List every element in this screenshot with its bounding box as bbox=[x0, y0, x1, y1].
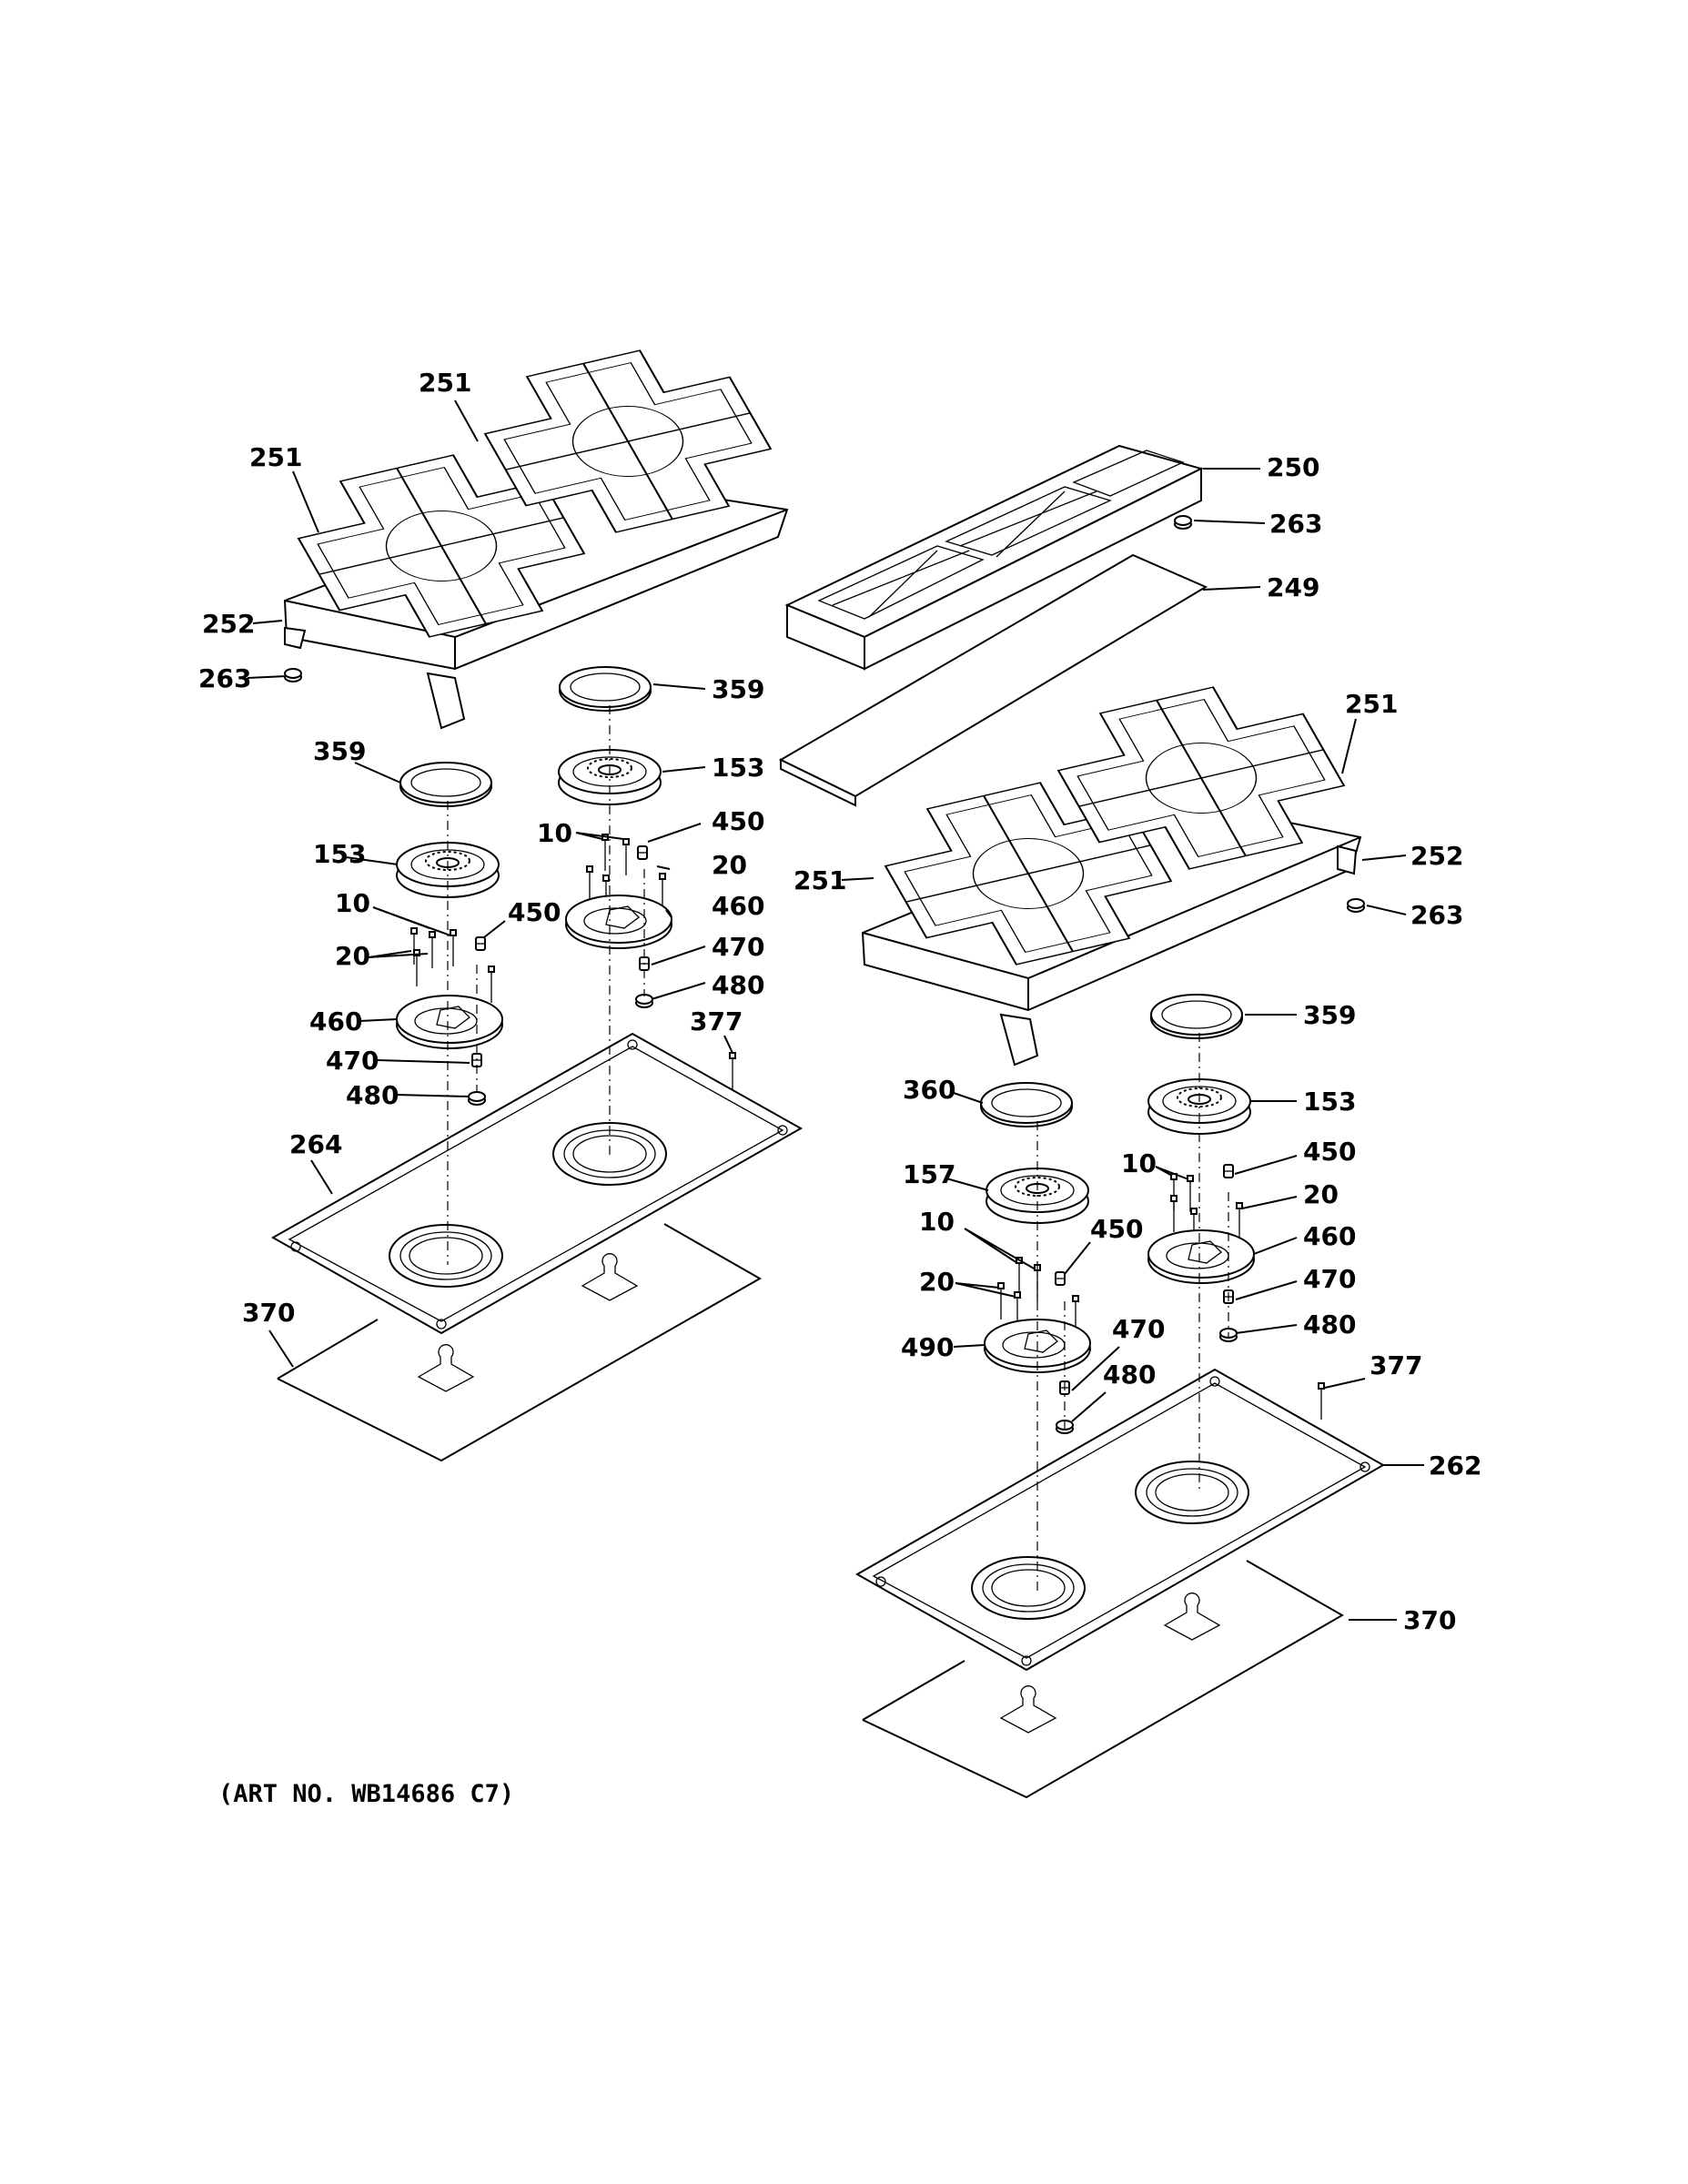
callout-264: 264 bbox=[289, 1129, 342, 1159]
callout-153-right: 153 bbox=[1303, 1087, 1356, 1117]
callout-460-left-front: 460 bbox=[309, 1006, 362, 1036]
base-460-right bbox=[1147, 1229, 1255, 1284]
callout-10-right-front: 10 bbox=[919, 1207, 955, 1237]
callout-251-left-front: 251 bbox=[249, 442, 302, 472]
callout-360: 360 bbox=[903, 1075, 955, 1105]
callout-480-left-front: 480 bbox=[346, 1080, 399, 1110]
foot-263-right-top bbox=[1174, 515, 1192, 530]
callout-470-right-rear: 470 bbox=[1303, 1264, 1356, 1294]
insulation-370-right bbox=[862, 1560, 1345, 1799]
callout-249: 249 bbox=[1267, 572, 1319, 602]
callout-450-right-front: 450 bbox=[1090, 1214, 1143, 1244]
callout-153-left-rear: 153 bbox=[712, 753, 764, 783]
callout-370-left: 370 bbox=[242, 1298, 295, 1328]
burner-153-left-rear bbox=[558, 749, 662, 805]
callout-470-right-front: 470 bbox=[1112, 1314, 1165, 1344]
callout-157: 157 bbox=[903, 1159, 955, 1189]
griddle-plate-249 bbox=[778, 553, 1208, 807]
art-number: (ART NO. WB14686 C7) bbox=[218, 1780, 514, 1808]
callout-153-left-front: 153 bbox=[313, 839, 366, 869]
cap-359-left-rear bbox=[559, 666, 652, 712]
callout-460-left-rear: 460 bbox=[712, 891, 764, 921]
cap-359-right bbox=[1150, 994, 1243, 1039]
screw-377-right bbox=[1318, 1382, 1325, 1421]
callout-450-left-rear: 450 bbox=[712, 806, 764, 836]
callout-10-right-rear: 10 bbox=[1121, 1148, 1157, 1178]
callout-251-right-front: 251 bbox=[793, 865, 846, 895]
callout-470-left-rear: 470 bbox=[712, 932, 764, 962]
callout-252-right: 252 bbox=[1410, 841, 1463, 871]
callout-263-right-top: 263 bbox=[1269, 509, 1322, 539]
callout-250: 250 bbox=[1267, 452, 1319, 482]
callout-263-right: 263 bbox=[1410, 900, 1463, 930]
base-460-left-rear bbox=[565, 895, 672, 949]
callout-370-right: 370 bbox=[1403, 1605, 1456, 1635]
callout-460-right: 460 bbox=[1303, 1221, 1356, 1251]
orifice-480-left-front bbox=[468, 1091, 486, 1106]
callout-20-right-front: 20 bbox=[919, 1267, 955, 1297]
callout-480-right-front: 480 bbox=[1103, 1360, 1156, 1390]
callout-20-left-rear: 20 bbox=[712, 850, 747, 880]
callout-359-left-front: 359 bbox=[313, 736, 366, 766]
base-460-left-front bbox=[396, 995, 503, 1049]
callout-359-right: 359 bbox=[1303, 1000, 1356, 1030]
callout-450-right-rear: 450 bbox=[1303, 1137, 1356, 1167]
callout-20-left-front: 20 bbox=[335, 941, 370, 971]
callout-490: 490 bbox=[901, 1332, 954, 1362]
screw-377-left bbox=[729, 1052, 736, 1090]
insulation-370-left bbox=[277, 1223, 763, 1462]
callout-263-left: 263 bbox=[198, 663, 251, 693]
callout-252-left: 252 bbox=[202, 609, 255, 639]
callout-470-left-front: 470 bbox=[326, 1046, 379, 1076]
callout-480-left-rear: 480 bbox=[712, 970, 764, 1000]
callout-450-left-front: 450 bbox=[508, 897, 561, 927]
callout-251-right-rear: 251 bbox=[1345, 689, 1398, 719]
burner-pan-262 bbox=[854, 1368, 1386, 1672]
callout-480-right-rear: 480 bbox=[1303, 1309, 1356, 1340]
grate-250 bbox=[784, 444, 1204, 671]
cap-359-left-front bbox=[399, 762, 492, 807]
callout-10-left-front: 10 bbox=[335, 888, 370, 918]
callout-359-left-rear: 359 bbox=[712, 674, 764, 704]
orifice-480-left-rear bbox=[635, 994, 653, 1008]
screws-left-front bbox=[410, 927, 495, 1004]
callout-labels: 251 251 252 263 359 153 359 153 10 450 2… bbox=[198, 368, 1481, 1635]
foot-left bbox=[284, 668, 302, 682]
burner-pan-264 bbox=[270, 1032, 804, 1335]
callout-377-right: 377 bbox=[1370, 1350, 1422, 1380]
cap-360 bbox=[980, 1082, 1073, 1127]
callout-20-right-rear: 20 bbox=[1303, 1179, 1339, 1209]
foot-263-right bbox=[1347, 898, 1365, 913]
right-griddle-module bbox=[778, 444, 1386, 1799]
left-burner-module bbox=[270, 334, 804, 1462]
callout-377-left: 377 bbox=[690, 1006, 743, 1036]
leader-lines bbox=[247, 399, 1424, 1621]
callout-10-left-rear: 10 bbox=[537, 818, 572, 848]
callout-251-left-rear: 251 bbox=[419, 368, 471, 398]
callout-262: 262 bbox=[1429, 1451, 1481, 1481]
